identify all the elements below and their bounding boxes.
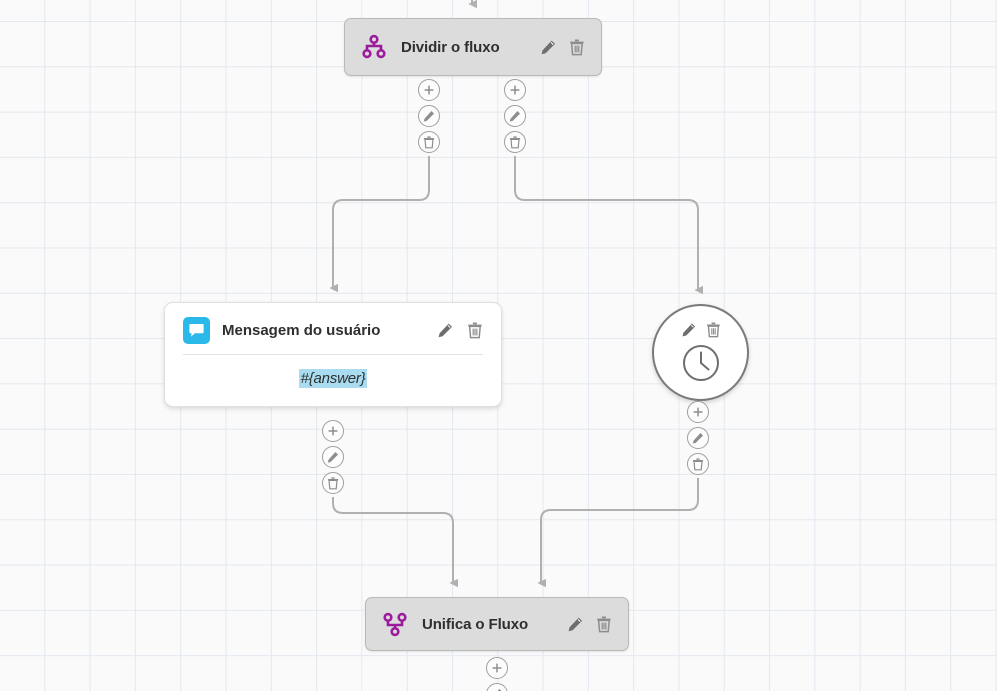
edit-icon[interactable]: [486, 683, 508, 691]
delete-icon[interactable]: [418, 131, 440, 153]
delete-icon[interactable]: [596, 616, 612, 633]
card-body: #{answer}: [165, 355, 501, 406]
connector-buttons-split-left[interactable]: [418, 79, 440, 153]
delete-icon[interactable]: [569, 39, 585, 56]
node-user-message[interactable]: Mensagem do usuário #{answer}: [164, 302, 502, 407]
edge-split-to-message: [329, 156, 430, 293]
edit-icon[interactable]: [687, 427, 709, 449]
answer-variable: #{answer}: [298, 369, 368, 388]
node-title: Mensagem do usuário: [222, 322, 381, 339]
add-icon[interactable]: [486, 657, 508, 679]
delete-icon[interactable]: [706, 322, 721, 338]
delete-icon[interactable]: [687, 453, 709, 475]
chat-bubble-icon: [183, 317, 210, 344]
delete-icon[interactable]: [322, 472, 344, 494]
edit-icon[interactable]: [504, 105, 526, 127]
flow-split-icon: [361, 34, 387, 60]
edit-icon[interactable]: [437, 322, 454, 339]
delete-icon[interactable]: [467, 322, 483, 339]
connector-buttons-message[interactable]: [322, 420, 344, 494]
divider: [183, 354, 483, 355]
connector-buttons-delay[interactable]: [687, 401, 709, 475]
edit-icon[interactable]: [681, 322, 697, 338]
add-icon[interactable]: [418, 79, 440, 101]
edge-delay-to-merge: [537, 478, 699, 588]
node-merge-flow[interactable]: Unifica o Fluxo: [365, 597, 629, 651]
clock-icon: [681, 343, 721, 388]
circle-toolbar: [681, 322, 721, 338]
edit-icon[interactable]: [567, 616, 584, 633]
flow-merge-icon: [382, 611, 408, 637]
edge-split-to-delay: [514, 156, 703, 295]
edit-icon[interactable]: [322, 446, 344, 468]
add-icon[interactable]: [504, 79, 526, 101]
connector-buttons-merge[interactable]: [486, 657, 508, 691]
card-header: Mensagem do usuário: [165, 303, 501, 354]
add-icon[interactable]: [687, 401, 709, 423]
node-title: Unifica o Fluxo: [422, 615, 529, 633]
node-split-flow[interactable]: Dividir o fluxo: [344, 18, 602, 76]
edit-icon[interactable]: [418, 105, 440, 127]
connector-buttons-split-right[interactable]: [504, 79, 526, 153]
add-icon[interactable]: [322, 420, 344, 442]
edge-message-to-merge: [332, 497, 458, 588]
node-title: Dividir o fluxo: [401, 38, 500, 56]
node-delay[interactable]: [652, 304, 749, 401]
edit-icon[interactable]: [540, 39, 557, 56]
delete-icon[interactable]: [504, 131, 526, 153]
